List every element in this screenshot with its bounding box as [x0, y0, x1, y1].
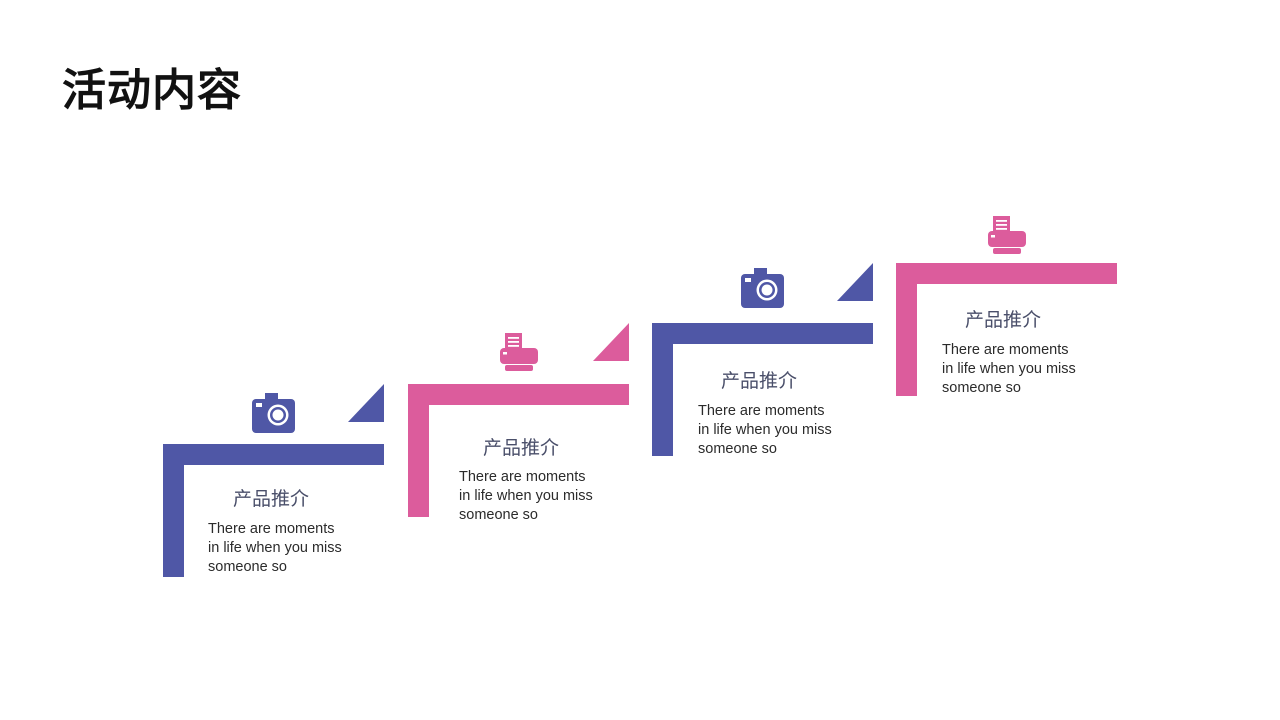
- step-4-desc-line: There are moments: [942, 342, 1069, 358]
- camera-icon: [252, 393, 295, 433]
- step-2-corner-triangle: [593, 323, 629, 361]
- step-4-desc-line: someone so: [942, 380, 1021, 396]
- step-4-title: 产品推介: [965, 309, 1042, 331]
- step-1-desc-line: in life when you miss: [208, 540, 342, 556]
- step-2-title: 产品推介: [483, 437, 560, 459]
- step-3-desc-line: in life when you miss: [698, 422, 832, 438]
- step-2-desc-line: someone so: [459, 507, 538, 523]
- step-2-description: There are moments in life when you miss …: [459, 468, 619, 525]
- step-1-title: 产品推介: [233, 488, 310, 510]
- step-3-desc-line: There are moments: [698, 403, 825, 419]
- step-1-vertical-bar: [163, 444, 184, 577]
- step-1-horizontal-bar: [163, 444, 384, 465]
- step-2-horizontal-bar: [408, 384, 629, 405]
- step-4-desc-line: in life when you miss: [942, 361, 1076, 377]
- step-2-vertical-bar: [408, 384, 429, 517]
- step-1-desc-line: someone so: [208, 559, 287, 575]
- step-2-desc-line: in life when you miss: [459, 488, 593, 504]
- step-1-corner-triangle: [348, 384, 384, 422]
- camera-icon: [741, 268, 784, 308]
- step-3-desc-line: someone so: [698, 441, 777, 457]
- step-4-description: There are moments in life when you miss …: [942, 341, 1102, 398]
- step-3-horizontal-bar: [652, 323, 873, 344]
- page-title: 活动内容: [62, 65, 242, 116]
- step-3-vertical-bar: [652, 323, 673, 456]
- step-2-desc-line: There are moments: [459, 469, 586, 485]
- printer-icon: [500, 333, 538, 371]
- step-1-description: There are moments in life when you miss …: [208, 520, 368, 577]
- step-3-title: 产品推介: [721, 370, 798, 392]
- step-1-desc-line: There are moments: [208, 521, 335, 537]
- step-3-corner-triangle: [837, 263, 873, 301]
- step-4-vertical-bar: [896, 263, 917, 396]
- step-3-description: There are moments in life when you miss …: [698, 402, 858, 459]
- step-4-horizontal-bar: [896, 263, 1117, 284]
- printer-icon: [988, 216, 1026, 254]
